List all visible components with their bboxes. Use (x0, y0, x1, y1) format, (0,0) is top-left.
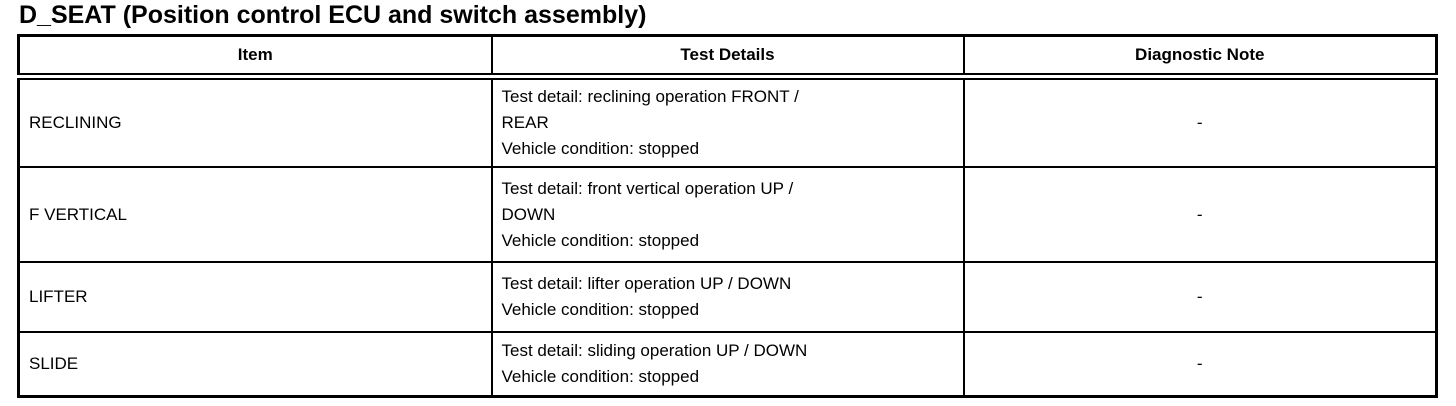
item-cell: SLIDE (17, 331, 493, 397)
diagnostic-note-cell: - (962, 166, 1438, 263)
item-cell: LIFTER (17, 261, 493, 333)
item-cell: RECLINING (17, 75, 493, 168)
test-details-cell: Test detail: reclining operation FRONT /… (490, 75, 965, 168)
column-header-item: Item (17, 34, 493, 80)
table-row-slide: SLIDE Test detail: sliding operation UP … (17, 331, 1438, 397)
test-details-cell: Test detail: sliding operation UP / DOWN… (490, 331, 965, 397)
diagnostic-note-cell: - (962, 261, 1438, 333)
table-row-reclining: RECLINING Test detail: reclining operati… (17, 75, 1438, 168)
diagnostic-note-cell: - (962, 331, 1438, 397)
diagnostic-test-table: Item Test Details Diagnostic Note RECLIN… (17, 34, 1438, 398)
test-details-cell: Test detail: front vertical operation UP… (490, 166, 965, 263)
column-header-diagnostic-note: Diagnostic Note (962, 34, 1438, 80)
column-header-test-details: Test Details (490, 34, 965, 80)
table-row-f-vertical: F VERTICAL Test detail: front vertical o… (17, 166, 1438, 263)
table-header-row: Item Test Details Diagnostic Note (17, 34, 1438, 80)
page-title: D_SEAT (Position control ECU and switch … (19, 1, 647, 29)
test-details-cell: Test detail: lifter operation UP / DOWN … (490, 261, 965, 333)
table-row-lifter: LIFTER Test detail: lifter operation UP … (17, 261, 1438, 333)
diagnostic-note-cell: - (962, 75, 1438, 168)
item-cell: F VERTICAL (17, 166, 493, 263)
